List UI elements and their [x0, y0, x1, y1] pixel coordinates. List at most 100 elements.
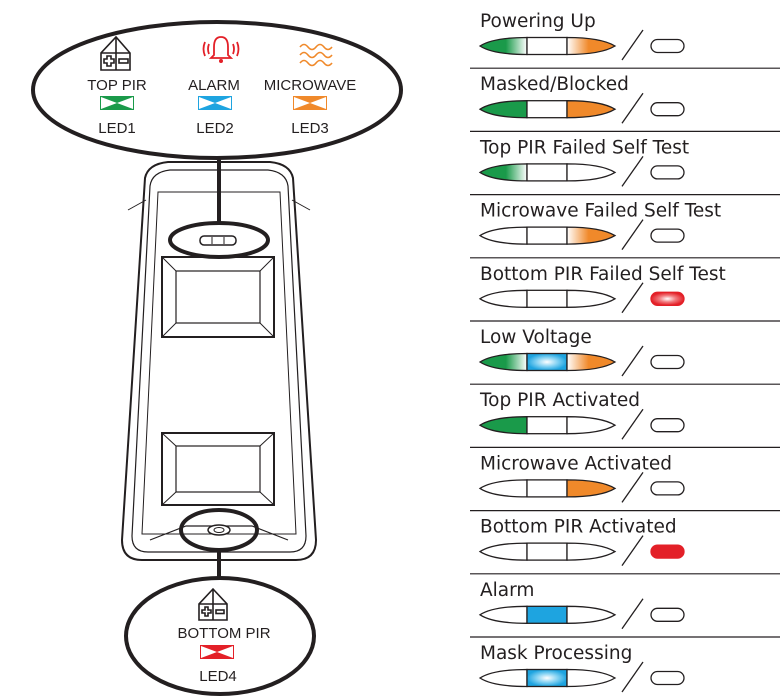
- led2-blue-symbol: [198, 96, 232, 110]
- top-pir-house-icon: [100, 35, 131, 71]
- led1-indicator: [478, 542, 528, 561]
- state-row-label: Bottom PIR Activated: [480, 517, 677, 538]
- led4-label: LED4: [199, 668, 237, 685]
- led1-indicator: [478, 36, 528, 56]
- led3-indicator: [566, 163, 617, 182]
- led4-indicator: [650, 607, 685, 622]
- led1-indicator: [478, 100, 528, 119]
- alarm-bell-icon: [202, 36, 240, 63]
- bottom-pir-label: BOTTOM PIR: [177, 625, 270, 642]
- led4-indicator: [650, 670, 685, 686]
- separator-slash: [621, 661, 644, 693]
- led1-label: LED1: [98, 120, 136, 137]
- led4-indicator: [650, 228, 685, 243]
- led3-indicator: [566, 289, 617, 308]
- led2-indicator: [526, 163, 568, 182]
- separator-slash: [621, 472, 644, 503]
- bottom-pir-lens: [161, 432, 275, 506]
- separator-slash: [621, 598, 644, 630]
- microwave-label: MICROWAVE: [264, 77, 357, 94]
- state-row: Bottom PIR Failed Self Test: [470, 264, 780, 322]
- led2-label: LED2: [196, 120, 234, 137]
- bottom-led-window: [179, 508, 259, 552]
- state-row: Mask Processing: [478, 643, 685, 693]
- state-row-label: Mask Processing: [480, 643, 632, 664]
- led3-indicator: [566, 36, 617, 56]
- separator-slash: [621, 282, 644, 314]
- separator-slash: [621, 535, 644, 566]
- led1-indicator: [478, 352, 528, 372]
- led1-indicator: [478, 289, 528, 308]
- state-row-label: Alarm: [480, 580, 534, 601]
- led4-indicator: [650, 418, 685, 433]
- top-pir-label: TOP PIR: [87, 77, 147, 94]
- led1-indicator: [478, 668, 528, 688]
- microwave-wave-icon: [299, 43, 333, 67]
- led3-indicator: [566, 542, 617, 561]
- led2-indicator: [526, 289, 568, 308]
- led2-indicator: [526, 352, 568, 372]
- led4-red-symbol: [200, 645, 234, 659]
- state-row: Top PIR Activated: [470, 390, 780, 448]
- led1-indicator: [478, 226, 528, 245]
- separator-slash: [621, 408, 644, 440]
- top-led-window: [168, 221, 270, 259]
- led4-indicator: [650, 544, 685, 559]
- separator-slash: [621, 92, 644, 124]
- bottom-pir-house-icon: [198, 587, 228, 621]
- separator-slash: [621, 219, 644, 250]
- led1-indicator: [478, 479, 528, 498]
- led1-green-symbol: [100, 96, 134, 110]
- led4-indicator: [650, 165, 685, 180]
- state-row-label: Masked/Blocked: [480, 74, 629, 95]
- led4-indicator: [650, 102, 685, 117]
- alarm-label: ALARM: [188, 77, 240, 94]
- led2-indicator: [526, 100, 568, 119]
- led2-indicator: [526, 479, 568, 498]
- led4-indicator: [650, 354, 685, 370]
- state-row: Microwave Activated: [470, 453, 780, 512]
- led1-indicator: [478, 163, 528, 182]
- state-row: Powering Up: [470, 11, 780, 69]
- led3-orange-symbol: [293, 96, 327, 110]
- separator-slash: [621, 345, 644, 377]
- led2-indicator: [526, 542, 568, 561]
- led3-indicator: [566, 416, 617, 435]
- state-row-label: Microwave Failed Self Test: [480, 201, 721, 222]
- detector-outer-shell: [120, 161, 318, 561]
- led3-label: LED3: [291, 120, 329, 137]
- state-row-label: Top PIR Failed Self Test: [479, 137, 689, 158]
- led2-indicator: [526, 226, 568, 245]
- led2-indicator: [526, 605, 568, 624]
- detector-inner-shell: [131, 169, 307, 553]
- state-row-label: Bottom PIR Failed Self Test: [480, 264, 726, 285]
- led2-indicator: [526, 36, 568, 56]
- led3-indicator: [566, 605, 617, 624]
- led4-indicator: [650, 38, 685, 54]
- led4-indicator: [650, 291, 685, 306]
- led3-indicator: [566, 668, 617, 688]
- state-row: Top PIR Failed Self Test: [470, 137, 780, 196]
- top-callout: TOP PIR ALARM MICROWAVE LED1 LED2 LED3: [31, 20, 403, 160]
- top-pir-lens: [161, 256, 275, 338]
- led3-indicator: [566, 352, 617, 372]
- led4-indicator: [650, 481, 685, 496]
- top-led-highlight: [168, 221, 270, 259]
- separator-slash: [621, 156, 644, 187]
- state-row: Alarm: [470, 580, 780, 638]
- state-row: Masked/Blocked: [470, 74, 780, 132]
- state-row: Low Voltage: [470, 327, 780, 385]
- state-row-label: Microwave Activated: [480, 453, 672, 474]
- state-row-label: Low Voltage: [480, 327, 592, 348]
- bottom-callout: BOTTOM PIR LED4: [124, 576, 316, 696]
- detector-body: [120, 161, 318, 561]
- led2-indicator: [526, 668, 568, 688]
- led2-indicator: [526, 416, 568, 435]
- separator-slash: [621, 29, 644, 61]
- state-row-label: Top PIR Activated: [479, 390, 640, 411]
- state-row: Microwave Failed Self Test: [470, 201, 780, 259]
- state-row: Bottom PIR Activated: [470, 517, 780, 575]
- led3-indicator: [566, 100, 617, 119]
